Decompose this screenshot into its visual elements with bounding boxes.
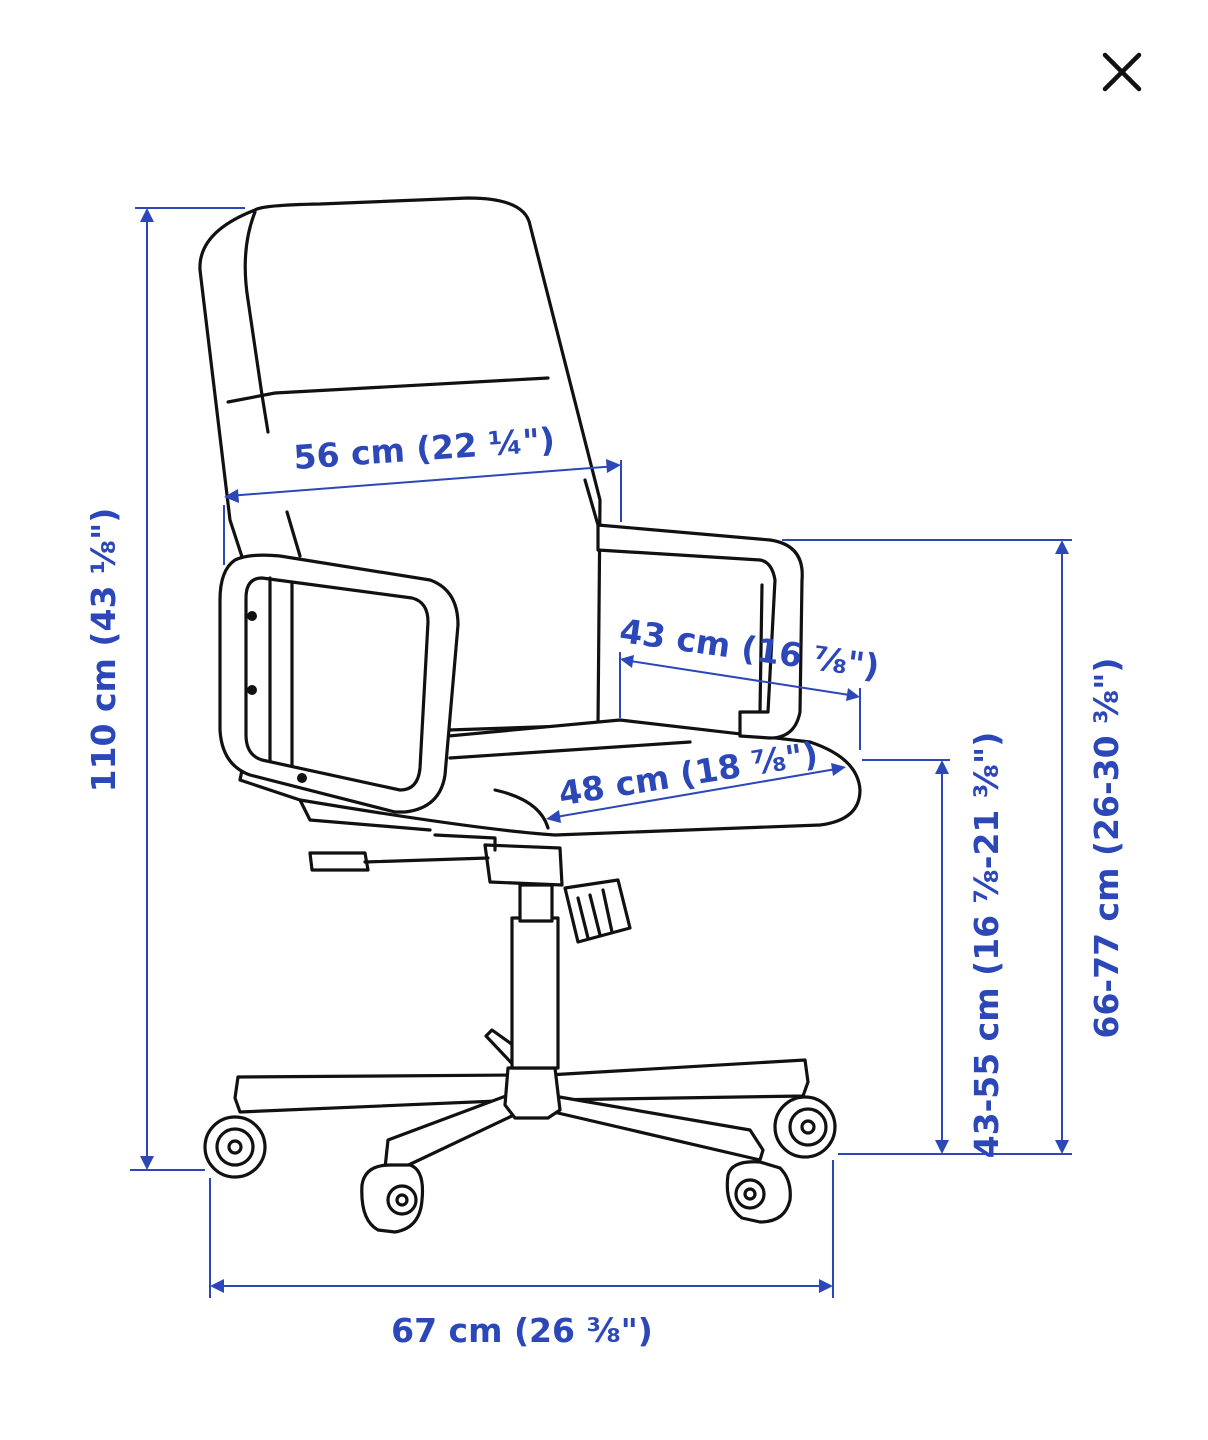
total-height-label: 110 cm (43 ⅛") [84,508,123,793]
chair-base [233,1028,810,1172]
gas-lift [510,883,560,1070]
base-width-label: 67 cm (26 ⅜") [391,1311,653,1350]
close-icon [1102,52,1142,92]
armrest-depth-label: 43 cm (16 ⅞") [617,611,882,686]
seat-height-label: 43-55 cm (16 ⅞-21 ⅜") [967,732,1006,1159]
close-button[interactable] [1086,40,1158,104]
right-armrest [596,523,804,740]
dimension-lines [130,207,1072,1298]
chair-illustration [198,196,862,1234]
armrest-height-label: 66-77 cm (26-30 ⅜") [1087,657,1126,1038]
dimension-arrows [140,208,1069,1293]
casters [203,1095,837,1234]
tilt-mechanism [308,833,632,944]
left-armrest [218,553,460,814]
